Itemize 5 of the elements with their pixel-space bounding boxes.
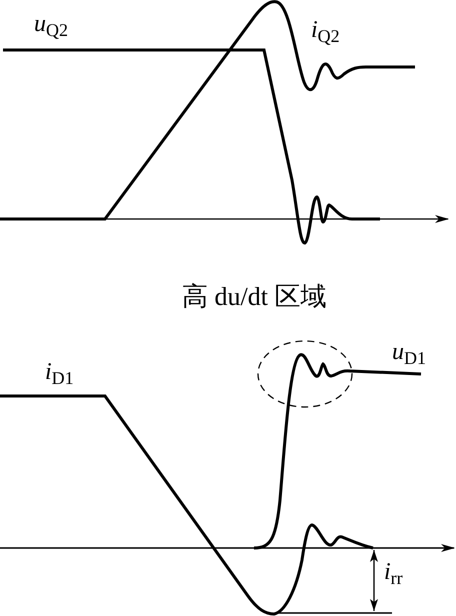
waveform-label: i$_{D1}$ (45, 360, 74, 384)
current-label: i$_{rr}$ (384, 560, 403, 584)
dashed-ellipse (257, 340, 353, 408)
region-label: 高 du/dt 区域 (182, 284, 326, 310)
waveform-label: u$_{D1}$ (392, 340, 426, 364)
